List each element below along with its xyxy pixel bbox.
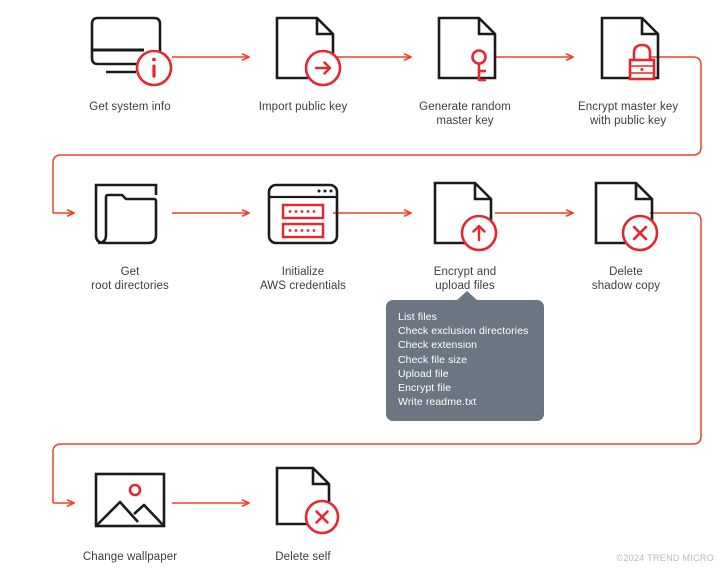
- document-upload-icon: [417, 177, 513, 255]
- node-import-public-key[interactable]: Import public key: [255, 12, 351, 114]
- monitor-info-icon: [82, 12, 178, 90]
- wrap-row1-row2: [52, 56, 702, 213]
- node-init-aws-credentials[interactable]: Initialize AWS credentials: [255, 177, 351, 293]
- node-encrypt-master-key[interactable]: Encrypt master key with public key: [578, 12, 678, 128]
- node-label: Delete self: [275, 551, 331, 563]
- encrypt-upload-detail-tooltip: List files Check exclusion directories C…: [386, 291, 544, 422]
- node-delete-shadow-copy[interactable]: Delete shadow copy: [578, 177, 674, 293]
- node-change-wallpaper[interactable]: Change wallpaper: [82, 462, 178, 564]
- node-delete-self[interactable]: Delete self: [255, 462, 351, 564]
- node-label: Initialize AWS credentials: [259, 266, 347, 292]
- tooltip-list: List files Check exclusion directories C…: [398, 310, 532, 409]
- node-get-root-directories[interactable]: Get root directories: [82, 177, 178, 293]
- list-item: Check exclusion directories: [398, 325, 529, 338]
- node-label: Encrypt master key with public key: [578, 101, 679, 127]
- tooltip-pointer-icon: [456, 291, 478, 301]
- image-icon: [82, 462, 178, 540]
- folder-icon: [82, 177, 178, 255]
- document-lock-icon: [580, 12, 676, 90]
- list-item: List files: [398, 311, 437, 323]
- list-item: Write readme.txt: [398, 396, 477, 409]
- list-item: Upload file: [398, 367, 449, 380]
- list-item: Encrypt file: [398, 382, 452, 395]
- node-label: Encrypt and upload files: [433, 266, 497, 292]
- node-label: Import public key: [258, 101, 348, 113]
- credentials-window-icon: [255, 177, 351, 255]
- list-item: Check file size: [398, 353, 468, 366]
- node-label: Change wallpaper: [82, 551, 178, 563]
- document-arrow-icon: [255, 12, 351, 90]
- node-label: Generate random master key: [419, 101, 511, 127]
- document-key-icon: [417, 12, 513, 90]
- node-generate-master-key[interactable]: Generate random master key: [417, 12, 513, 128]
- node-get-system-info[interactable]: Get system info: [82, 12, 178, 114]
- node-label: Get root directories: [91, 266, 169, 292]
- node-encrypt-upload-files[interactable]: Encrypt and upload files: [417, 177, 513, 293]
- document-delete-icon: [578, 177, 674, 255]
- node-label: Get system info: [89, 101, 171, 113]
- node-label: Delete shadow copy: [591, 266, 661, 292]
- copyright-notice: ©2024 TREND MICRO: [616, 553, 714, 563]
- wrap-row2-row3: [52, 212, 702, 503]
- list-item: Check extension: [398, 339, 478, 352]
- document-delete-icon: [255, 462, 351, 540]
